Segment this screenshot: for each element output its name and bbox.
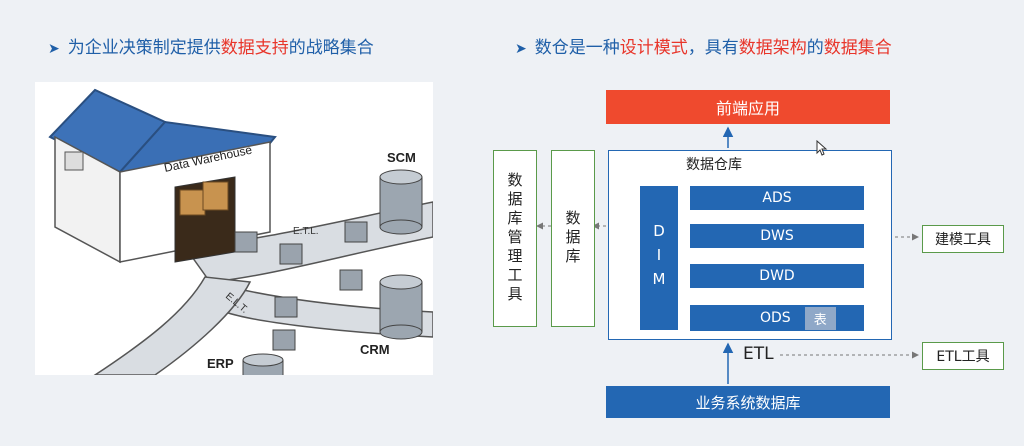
etl-label: E.T.L. xyxy=(293,226,319,237)
bullet-arrow-icon: ➤ xyxy=(515,41,527,57)
right-heading: ➤数仓是一种设计模式，具有数据架构的数据集合 xyxy=(515,38,892,58)
frontend-app-box: 前端应用 xyxy=(606,90,890,124)
data-warehouse-title: 数据仓库 xyxy=(686,157,742,173)
business-system-db-box: 业务系统数据库 xyxy=(606,386,890,418)
table-tag: 表 xyxy=(804,306,836,330)
ods-label: ODS xyxy=(760,310,791,326)
robot-icon xyxy=(279,243,303,265)
warehouse-illustration-svg: Data Warehouse E.T.L. E.L.T. SCM CRM ER xyxy=(48,88,434,381)
crm-label: CRM xyxy=(360,342,390,357)
box-icon xyxy=(179,189,206,216)
database-box: 数据库 xyxy=(551,150,595,327)
scm-database-icon xyxy=(379,169,423,235)
warehouse-illustration: Data Warehouse E.T.L. E.L.T. SCM CRM ER xyxy=(35,82,434,381)
box-icon xyxy=(202,181,229,211)
modeling-tool-box: 建模工具 xyxy=(922,225,1004,253)
dws-layer: DWS xyxy=(690,224,864,248)
ods-layer: ODS 表 xyxy=(690,305,864,331)
robot-icon xyxy=(234,231,258,253)
dim-box: DIM xyxy=(640,186,678,330)
etl-label: ETL xyxy=(743,344,774,364)
vent-icon xyxy=(64,151,84,171)
ads-layer: ADS xyxy=(690,186,864,210)
mouse-cursor-icon xyxy=(816,140,828,156)
left-heading: ➤为企业决策制定提供数据支持的战略集合 xyxy=(48,38,374,58)
robot-icon xyxy=(344,221,368,243)
scm-label: SCM xyxy=(387,150,416,165)
db-management-tool-box: 数据库管理工具 xyxy=(493,150,537,327)
etl-tool-box: ETL工具 xyxy=(922,342,1004,370)
robot-icon xyxy=(339,269,363,291)
robot-icon xyxy=(272,329,296,351)
erp-label: ERP xyxy=(207,356,234,371)
robot-icon xyxy=(274,296,298,318)
dwd-layer: DWD xyxy=(690,264,864,288)
bullet-arrow-icon: ➤ xyxy=(48,41,60,57)
crm-database-icon xyxy=(379,274,423,340)
